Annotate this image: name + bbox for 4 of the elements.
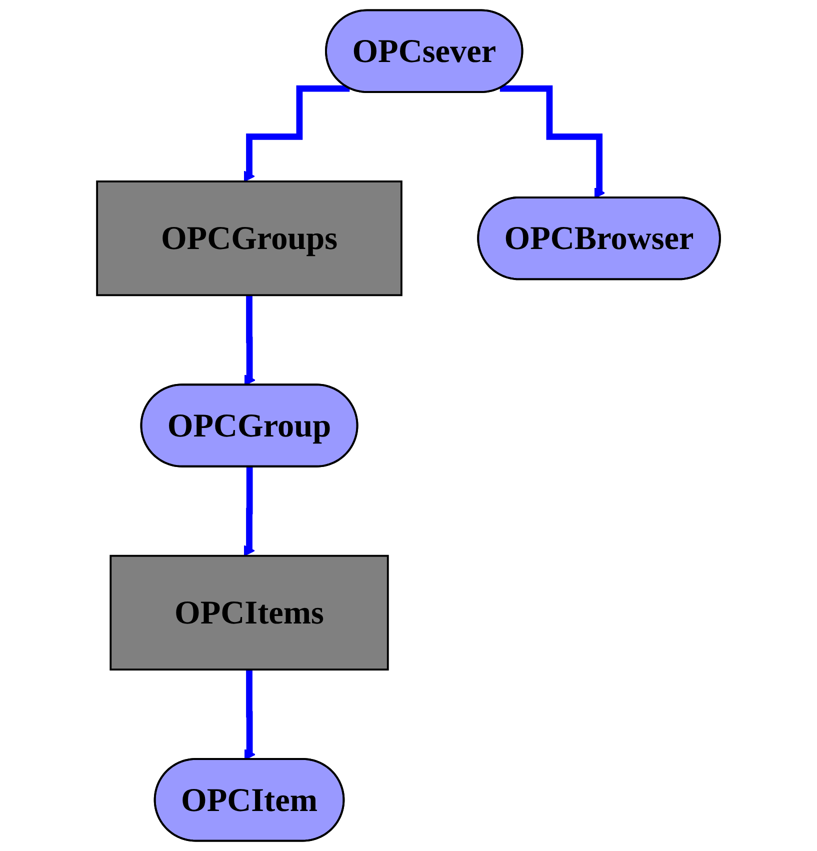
- node-box: OPCGroups: [96, 180, 402, 296]
- node-box: OPCItems: [110, 554, 389, 671]
- arrow: [244, 85, 350, 182]
- arrow: [500, 85, 606, 199]
